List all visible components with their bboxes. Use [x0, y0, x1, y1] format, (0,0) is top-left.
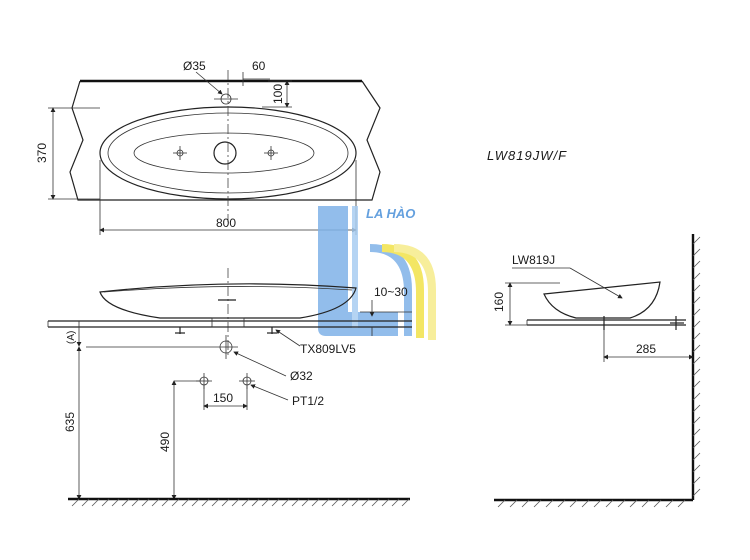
tap-depth-label: 100: [271, 84, 285, 104]
floor-hatch-side: [497, 499, 686, 508]
countertop-outline: [69, 80, 381, 201]
bracket-left: [175, 327, 185, 334]
wall-distance-label: 285: [636, 342, 656, 356]
side-view: LW819J 160 285: [492, 234, 701, 508]
counter-gap-label: 10~30: [374, 285, 408, 299]
basin-front-profile: [99, 283, 357, 319]
floor-hatch-front: [71, 498, 410, 507]
front-view: 10~30 TX809LV5 Ø32 (A) 150 P: [47, 268, 412, 507]
mount-mark-right: [264, 146, 278, 160]
basin-height-label: 160: [492, 292, 506, 312]
model-code: LW819JW/F: [487, 148, 567, 163]
tap-hole-dia-label: Ø35: [183, 59, 206, 73]
depth-label: 370: [35, 143, 49, 163]
ref-mark-label: (A): [66, 331, 77, 344]
bracket-right: [267, 327, 277, 334]
supply-thread-label: PT1/2: [292, 394, 324, 408]
watermark-logo: LA HÀO: [318, 206, 436, 340]
mount-mark-left: [173, 146, 187, 160]
side-model-label: LW819J: [512, 253, 555, 267]
top-view: Ø35 60 100 370 800: [35, 59, 381, 235]
bowl-bottom: [133, 132, 315, 174]
supply-spacing-label: 150: [213, 391, 233, 405]
drain-dia-label: Ø32: [290, 369, 313, 383]
wall-hatch: [692, 236, 701, 497]
tap-offset-label: 60: [252, 59, 266, 73]
watermark-text: LA HÀO: [366, 206, 415, 221]
supply-height-label: 490: [158, 432, 172, 452]
drain-hole: [213, 141, 237, 165]
counter-height-label: 635: [63, 412, 77, 432]
width-label: 800: [216, 216, 236, 230]
basin-side-profile: [543, 281, 661, 319]
waste-model-label: TX809LV5: [300, 342, 356, 356]
